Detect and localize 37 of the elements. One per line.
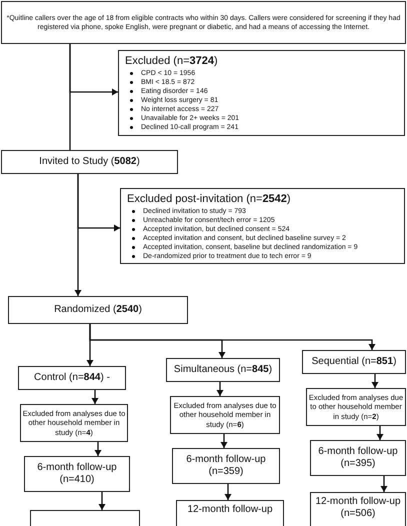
box-label: 12-month follow-up <box>187 504 273 516</box>
flow-box <box>24 456 130 492</box>
exclusion-box <box>120 188 405 264</box>
box-label: 6-month follow-up (n=359) <box>185 454 267 478</box>
box-heading: Excluded (n=3724) <box>125 55 218 68</box>
arrow <box>224 484 232 500</box>
box-heading: Excluded post-invitation (n=2542) <box>127 193 291 206</box>
flow-box <box>1 150 178 174</box>
box-label: Invited to Study (5082) <box>39 156 140 168</box>
box-label: 12-month follow-up (n=506) <box>314 496 402 520</box>
box-label: 6-month follow-up (n=395) <box>317 446 399 470</box>
arrow <box>220 434 228 448</box>
flow-box <box>310 440 406 476</box>
flow-box <box>166 358 280 382</box>
arrow <box>216 382 224 396</box>
arrow <box>92 390 98 404</box>
arrow <box>77 174 120 232</box>
box-label: 6-month follow-up (n=410) <box>36 462 118 486</box>
flow-box <box>8 296 188 324</box>
arrow <box>380 476 388 492</box>
arrow <box>89 324 376 350</box>
arrow <box>372 374 378 388</box>
arrow <box>94 442 102 456</box>
arrow <box>376 426 384 440</box>
note-box <box>1 1 406 44</box>
flow-box <box>176 500 284 526</box>
box-label: Sequential (n=851) <box>312 356 396 368</box>
flow-box <box>172 448 280 484</box>
flow-box <box>310 492 406 526</box>
arrow <box>69 44 118 96</box>
box-label: Simultaneous (n=845) <box>174 364 272 376</box>
box-label: Randomized (2540) <box>54 304 142 316</box>
flow-box <box>302 350 406 374</box>
box-label: Control (n=844) - <box>34 372 110 384</box>
arrow <box>98 492 106 510</box>
flow-box <box>18 366 126 390</box>
exclusion-box <box>118 50 405 136</box>
